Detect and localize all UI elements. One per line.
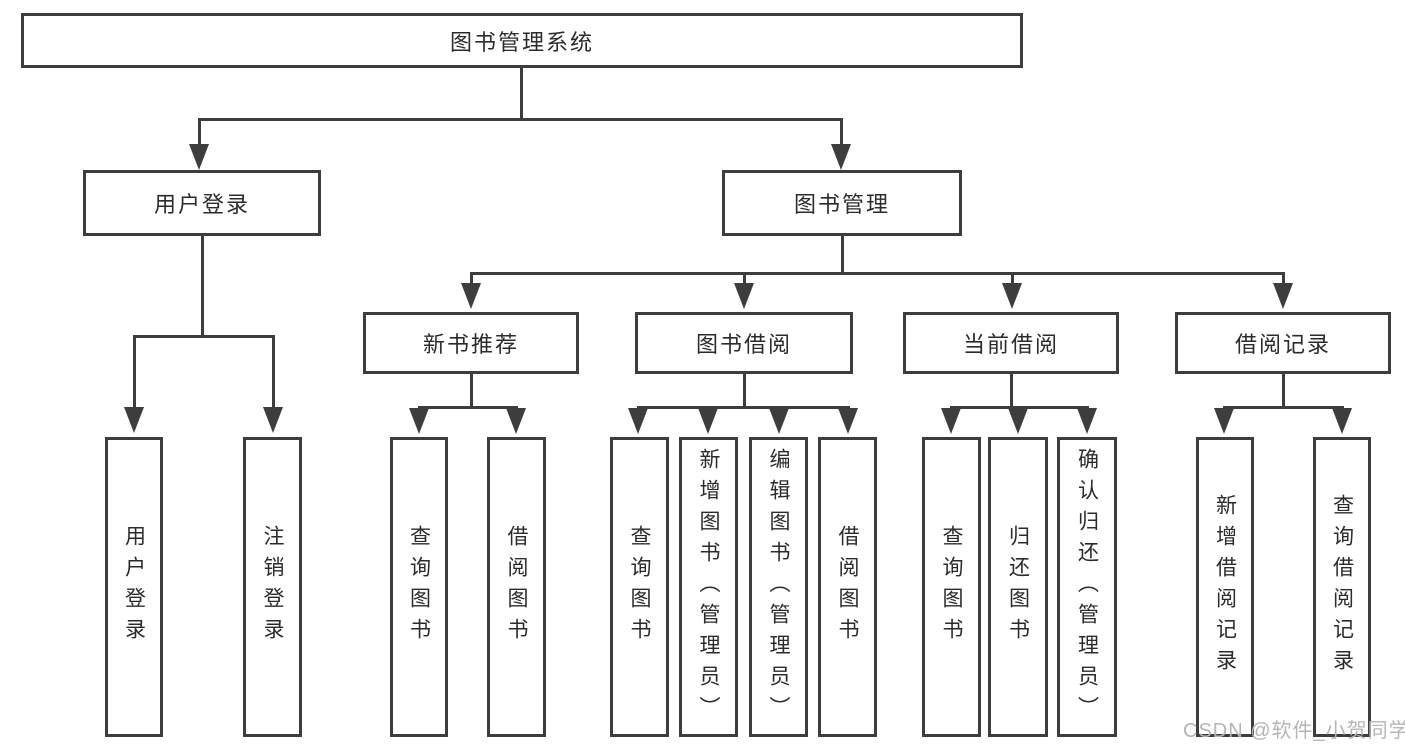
- leaf-logout: 注销登录: [243, 437, 302, 737]
- node-new-book-recommend: 新书推荐: [363, 312, 579, 374]
- arrow-down-icon: [698, 408, 718, 434]
- connector-line: [841, 236, 844, 274]
- node-label: 查询借阅记录: [1330, 494, 1354, 680]
- node-label: 确认归还（管理员）: [1075, 447, 1099, 727]
- node-library-system: 图书管理系统: [21, 13, 1023, 68]
- connector-line: [1282, 374, 1285, 408]
- leaf-query-books-borrowing: 查询图书: [610, 437, 669, 737]
- node-borrowing-records: 借阅记录: [1175, 312, 1391, 374]
- arrow-down-icon: [769, 408, 789, 434]
- leaf-query-books-recommend: 查询图书: [390, 437, 448, 737]
- node-label: 借阅图书: [505, 525, 528, 649]
- node-label: 查询图书: [628, 525, 651, 649]
- connector-line: [133, 336, 136, 409]
- node-label: 查询图书: [940, 525, 963, 649]
- arrow-down-icon: [1008, 408, 1028, 434]
- connector-line: [840, 119, 843, 147]
- arrow-down-icon: [506, 408, 526, 434]
- arrow-down-icon: [838, 408, 858, 434]
- node-label: 用户登录: [122, 525, 146, 649]
- leaf-borrow-books-borrowing: 借阅图书: [818, 437, 877, 737]
- leaf-add-book-admin: 新增图书（管理员）: [679, 437, 738, 737]
- node-book-management: 图书管理: [722, 170, 962, 236]
- arrow-down-icon: [941, 408, 961, 434]
- node-label: 图书管理: [793, 192, 890, 217]
- arrow-down-icon: [1077, 408, 1097, 434]
- node-label: 借阅记录: [1234, 332, 1331, 357]
- arrow-down-icon: [409, 408, 429, 434]
- node-book-borrowing: 图书借阅: [635, 312, 853, 374]
- arrow-down-icon: [1332, 408, 1352, 434]
- arrow-down-icon: [628, 408, 648, 434]
- csdn-watermark: CSDN @软件_小贺同学: [1183, 720, 1405, 742]
- leaf-add-borrow-record: 新增借阅记录: [1196, 437, 1254, 737]
- connector-line: [1223, 406, 1344, 409]
- node-label: 当前借阅: [962, 332, 1059, 357]
- connector-line: [470, 374, 473, 408]
- leaf-query-books-current: 查询图书: [922, 437, 981, 737]
- node-label: 新增借阅记录: [1213, 494, 1237, 680]
- leaf-user-login: 用户登录: [105, 437, 163, 737]
- arrow-down-icon: [124, 407, 144, 433]
- arrow-down-icon: [189, 144, 209, 170]
- leaf-query-borrow-record: 查询借阅记录: [1313, 437, 1371, 737]
- node-label: 注销登录: [261, 525, 284, 649]
- connector-line: [520, 68, 523, 120]
- node-label: 用户登录: [153, 192, 250, 217]
- node-label: 归还图书: [1006, 525, 1030, 649]
- connector-line: [743, 273, 746, 285]
- leaf-confirm-return-admin: 确认归还（管理员）: [1057, 437, 1117, 737]
- connector-line: [272, 336, 275, 409]
- connector-line: [418, 406, 518, 409]
- connector-line: [1282, 273, 1285, 285]
- leaf-borrow-books-recommend: 借阅图书: [487, 437, 546, 737]
- node-label: 新书推荐: [422, 332, 519, 357]
- connector-line: [950, 406, 1089, 409]
- connector-line: [470, 272, 1285, 275]
- arrow-down-icon: [263, 407, 283, 433]
- connector-line: [637, 406, 850, 409]
- arrow-down-icon: [831, 144, 851, 170]
- node-label: 借阅图书: [836, 525, 859, 649]
- node-user-login: 用户登录: [83, 170, 321, 236]
- node-label: 图书管理系统: [449, 29, 594, 55]
- connector-line: [1011, 273, 1014, 285]
- connector-line: [133, 335, 275, 338]
- node-label: 新增图书（管理员）: [697, 447, 720, 727]
- arrow-down-icon: [1273, 283, 1293, 309]
- leaf-return-book: 归还图书: [988, 437, 1048, 737]
- node-label: 查询图书: [407, 525, 431, 649]
- arrow-down-icon: [1002, 283, 1022, 309]
- node-label: 编辑图书（管理员）: [767, 447, 790, 727]
- connector-line: [198, 118, 843, 121]
- connector-line: [201, 236, 204, 337]
- leaf-edit-book-admin: 编辑图书（管理员）: [749, 437, 808, 737]
- arrow-down-icon: [1214, 408, 1234, 434]
- node-current-borrowing: 当前借阅: [903, 312, 1119, 374]
- node-label: 图书借阅: [695, 332, 792, 357]
- arrow-down-icon: [461, 283, 481, 309]
- connector-line: [198, 119, 201, 147]
- connector-line: [470, 273, 473, 285]
- connector-line: [743, 374, 746, 408]
- arrow-down-icon: [734, 283, 754, 309]
- connector-line: [1010, 374, 1013, 408]
